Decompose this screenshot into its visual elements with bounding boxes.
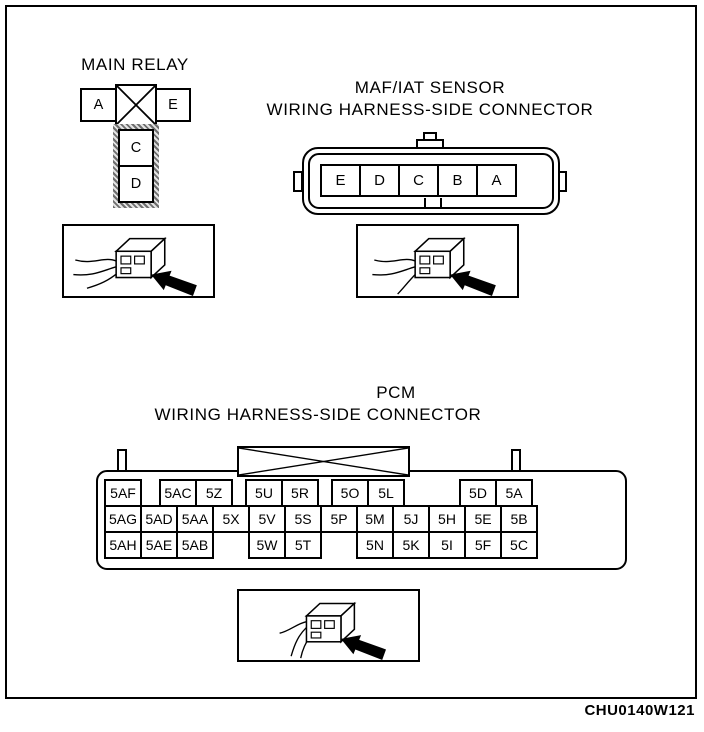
pcm-terminal-5A: 5A bbox=[495, 479, 533, 507]
pcm-view-illustration bbox=[237, 589, 420, 662]
relay-cell-d: D bbox=[118, 165, 154, 203]
pcm-right-pin bbox=[511, 449, 521, 472]
connector-3d-icon bbox=[73, 236, 197, 296]
pcm-terminal-5E: 5E bbox=[464, 505, 502, 533]
relay-crossed-cell bbox=[115, 84, 157, 126]
pcm-terminal-5B: 5B bbox=[500, 505, 538, 533]
pcm-terminal-5N: 5N bbox=[356, 531, 394, 559]
pcm-terminal-5P: 5P bbox=[320, 505, 358, 533]
pcm-terminal-5D: 5D bbox=[459, 479, 497, 507]
maf-title-line2: WIRING HARNESS-SIDE CONNECTOR bbox=[266, 100, 594, 119]
pcm-row3: 5AH 5AE 5AB 5W 5T 5N 5K 5I 5F 5C bbox=[104, 531, 538, 559]
x-mark-icon bbox=[239, 448, 408, 475]
maf-terminal-row: E D C B A bbox=[320, 164, 517, 197]
pcm-terminal-5Z: 5Z bbox=[195, 479, 233, 507]
relay-cell-c: C bbox=[118, 129, 154, 167]
pcm-terminal-5K: 5K bbox=[392, 531, 430, 559]
wires-icon bbox=[73, 258, 119, 289]
relay-cell-e: E bbox=[155, 88, 191, 122]
pcm-title-line2: WIRING HARNESS-SIDE CONNECTOR bbox=[154, 405, 482, 424]
pcm-empty-slot bbox=[212, 531, 250, 559]
connector-body bbox=[114, 236, 167, 280]
maf-terminal-b: B bbox=[437, 164, 478, 197]
pcm-terminal-5F: 5F bbox=[464, 531, 502, 559]
pcm-terminal-5R: 5R bbox=[281, 479, 319, 507]
maf-terminal-a: A bbox=[476, 164, 517, 197]
pcm-terminal-5AA: 5AA bbox=[176, 505, 214, 533]
pcm-terminal-5V: 5V bbox=[248, 505, 286, 533]
pcm-terminal-5S: 5S bbox=[284, 505, 322, 533]
pcm-terminal-5M: 5M bbox=[356, 505, 394, 533]
relay-cd-column: C D bbox=[113, 124, 159, 208]
direction-arrow-icon bbox=[340, 635, 386, 660]
pcm-terminal-5AD: 5AD bbox=[140, 505, 178, 533]
x-mark-icon bbox=[117, 86, 155, 124]
pcm-terminal-5I: 5I bbox=[428, 531, 466, 559]
connector-3d-icon bbox=[372, 236, 496, 296]
maf-terminal-d: D bbox=[359, 164, 400, 197]
maf-terminal-c: C bbox=[398, 164, 439, 197]
maf-title-line1: MAF/IAT SENSOR bbox=[354, 78, 506, 97]
maf-view-illustration bbox=[356, 224, 519, 298]
pcm-terminal-5H: 5H bbox=[428, 505, 466, 533]
pcm-terminal-5T: 5T bbox=[284, 531, 322, 559]
main-relay-title: MAIN RELAY bbox=[81, 55, 189, 74]
pcm-terminal-5W: 5W bbox=[248, 531, 286, 559]
pcm-terminal-5AE: 5AE bbox=[140, 531, 178, 559]
pcm-terminal-5L: 5L bbox=[367, 479, 405, 507]
pcm-terminal-5C: 5C bbox=[500, 531, 538, 559]
relay-cell-a: A bbox=[80, 88, 117, 122]
relay-view-illustration bbox=[62, 224, 215, 298]
pcm-title-line1: PCM bbox=[376, 383, 416, 402]
maf-connector-inner-outline bbox=[308, 153, 554, 209]
pcm-terminal-5U: 5U bbox=[245, 479, 283, 507]
pcm-empty-slot bbox=[320, 531, 358, 559]
pcm-terminal-5O: 5O bbox=[331, 479, 369, 507]
pcm-terminal-5AF: 5AF bbox=[104, 479, 142, 507]
figure-code: CHU0140W121 bbox=[584, 702, 695, 719]
pcm-terminal-5AH: 5AH bbox=[104, 531, 142, 559]
pcm-terminal-5AC: 5AC bbox=[159, 479, 197, 507]
direction-arrow-icon bbox=[450, 270, 496, 296]
connector-3d-icon bbox=[279, 601, 386, 660]
pcm-row2: 5AG 5AD 5AA 5X 5V 5S 5P 5M 5J 5H 5E 5B bbox=[104, 505, 538, 533]
pcm-crossed-block bbox=[237, 446, 410, 477]
pcm-terminal-5AG: 5AG bbox=[104, 505, 142, 533]
direction-arrow-icon bbox=[151, 270, 197, 296]
connector-body bbox=[413, 236, 466, 280]
pcm-left-pin bbox=[117, 449, 127, 472]
pcm-terminal-5AB: 5AB bbox=[176, 531, 214, 559]
maf-terminal-e: E bbox=[320, 164, 361, 197]
pcm-terminal-5J: 5J bbox=[392, 505, 430, 533]
wires-icon bbox=[372, 258, 418, 295]
connector-body bbox=[304, 601, 357, 644]
maf-bottom-notch bbox=[424, 198, 442, 208]
pcm-terminal-5X: 5X bbox=[212, 505, 250, 533]
